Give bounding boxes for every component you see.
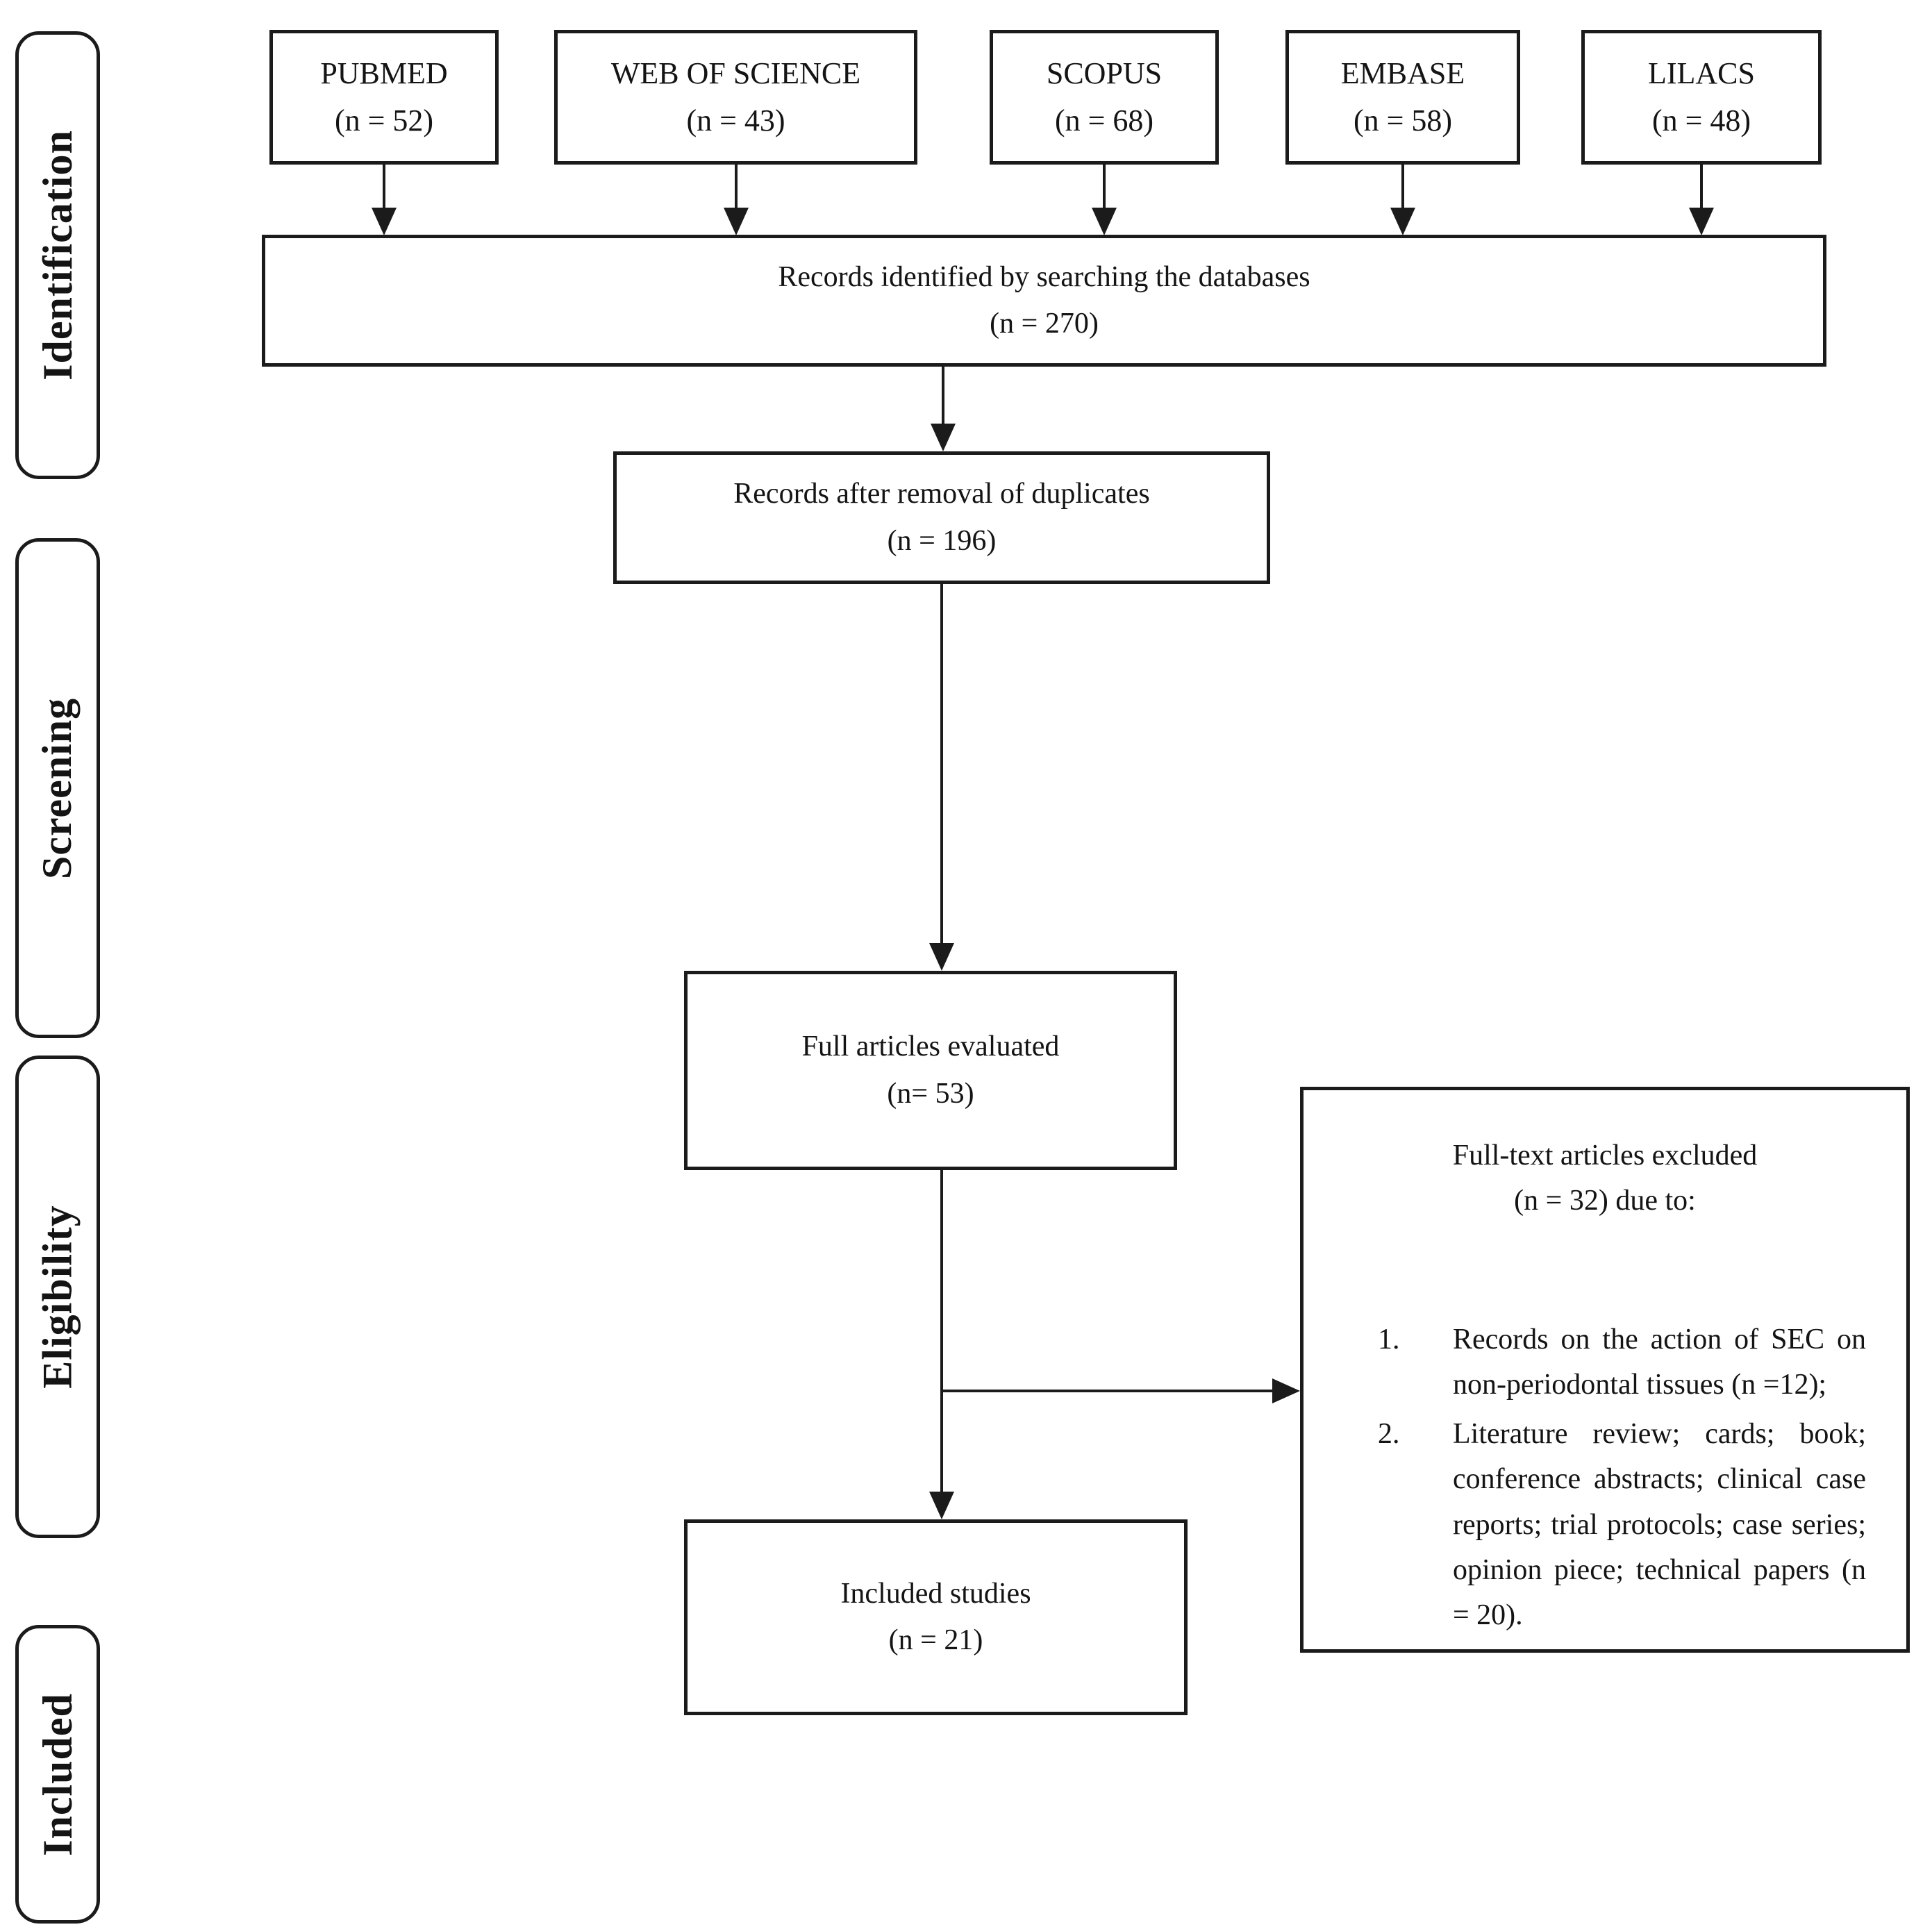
source-box-scopus: SCOPUS (n = 68) — [990, 30, 1219, 165]
excluded-reason-item: Literature review; cards; book; conferen… — [1378, 1412, 1866, 1631]
source-box-pubmed: PUBMED (n = 52) — [269, 30, 499, 165]
records-deduplicated-label: Records after removal of duplicates — [733, 478, 1150, 510]
flow-box-full-articles-evaluated: Full articles evaluated (n= 53) — [684, 971, 1177, 1170]
flow-box-records-deduplicated: Records after removal of duplicates (n =… — [613, 451, 1270, 584]
stage-label-eligibility-text: Eligibility — [34, 1205, 81, 1389]
records-deduplicated-count: (n = 196) — [887, 524, 997, 557]
arrow-deduplicated-to-evaluated-head — [929, 943, 954, 971]
fulltext-excluded-subtitle: (n = 32) due to: — [1514, 1185, 1696, 1217]
source-box-embase-count: (n = 58) — [1353, 103, 1453, 137]
included-studies-label: Included studies — [840, 1577, 1031, 1610]
source-box-scopus-name: SCOPUS — [1046, 56, 1163, 90]
arrow-pubmed-down-head — [372, 208, 397, 235]
records-identified-count: (n = 270) — [990, 308, 1099, 340]
source-box-pubmed-name: PUBMED — [320, 56, 448, 90]
stage-label-included-text: Included — [34, 1692, 81, 1856]
arrow-deduplicated-to-evaluated-line — [940, 584, 943, 943]
source-box-wos-name: WEB OF SCIENCE — [610, 56, 861, 90]
fulltext-excluded-title: Full-text articles excluded — [1452, 1140, 1758, 1171]
arrow-identified-to-deduplicated-head — [931, 424, 956, 451]
flow-box-fulltext-excluded: Full-text articles excluded (n = 32) due… — [1300, 1087, 1910, 1653]
included-studies-count: (n = 21) — [888, 1624, 983, 1656]
stage-label-identification-text: Identification — [34, 130, 81, 381]
stage-label-identification: Identification — [15, 31, 100, 479]
source-box-embase: EMBASE (n = 58) — [1285, 30, 1520, 165]
stage-label-screening-text: Screening — [34, 697, 81, 879]
source-box-lilacs-name: LILACS — [1648, 56, 1755, 90]
source-box-embase-name: EMBASE — [1340, 56, 1465, 90]
full-articles-evaluated-count: (n= 53) — [887, 1077, 974, 1110]
stage-label-screening: Screening — [15, 538, 100, 1038]
arrow-pubmed-down-line — [383, 165, 385, 208]
source-box-web-of-science: WEB OF SCIENCE (n = 43) — [554, 30, 917, 165]
records-identified-label: Records identified by searching the data… — [778, 260, 1310, 293]
full-articles-evaluated-label: Full articles evaluated — [801, 1031, 1060, 1063]
arrow-branch-to-excluded-head — [1272, 1378, 1300, 1403]
source-box-wos-count: (n = 43) — [686, 103, 785, 137]
source-box-lilacs-count: (n = 48) — [1651, 103, 1751, 137]
source-box-pubmed-count: (n = 52) — [334, 103, 434, 137]
excluded-reason-item: Records on the action of SEC on non-peri… — [1378, 1317, 1866, 1401]
arrow-embase-down-line — [1401, 165, 1404, 208]
arrow-evaluated-to-included-head — [929, 1492, 954, 1519]
stage-label-included: Included — [15, 1625, 100, 1924]
arrow-identified-to-deduplicated-line — [942, 367, 944, 424]
source-box-scopus-count: (n = 68) — [1054, 103, 1154, 137]
stage-label-eligibility: Eligibility — [15, 1056, 100, 1538]
arrow-embase-down-head — [1390, 208, 1415, 235]
source-box-lilacs: LILACS (n = 48) — [1581, 30, 1822, 165]
arrow-lilacs-down-head — [1689, 208, 1714, 235]
arrow-scopus-down-head — [1092, 208, 1117, 235]
arrow-branch-to-excluded-line — [942, 1390, 1274, 1392]
arrow-scopus-down-line — [1103, 165, 1106, 208]
arrow-wos-down-head — [724, 208, 749, 235]
arrow-wos-down-line — [735, 165, 738, 208]
flow-box-included-studies: Included studies (n = 21) — [684, 1519, 1188, 1715]
fulltext-excluded-reason-list: Records on the action of SEC on non-peri… — [1378, 1317, 1866, 1638]
flow-box-records-identified: Records identified by searching the data… — [262, 235, 1826, 367]
arrow-evaluated-to-included-line — [940, 1170, 943, 1492]
arrow-lilacs-down-line — [1700, 165, 1703, 208]
